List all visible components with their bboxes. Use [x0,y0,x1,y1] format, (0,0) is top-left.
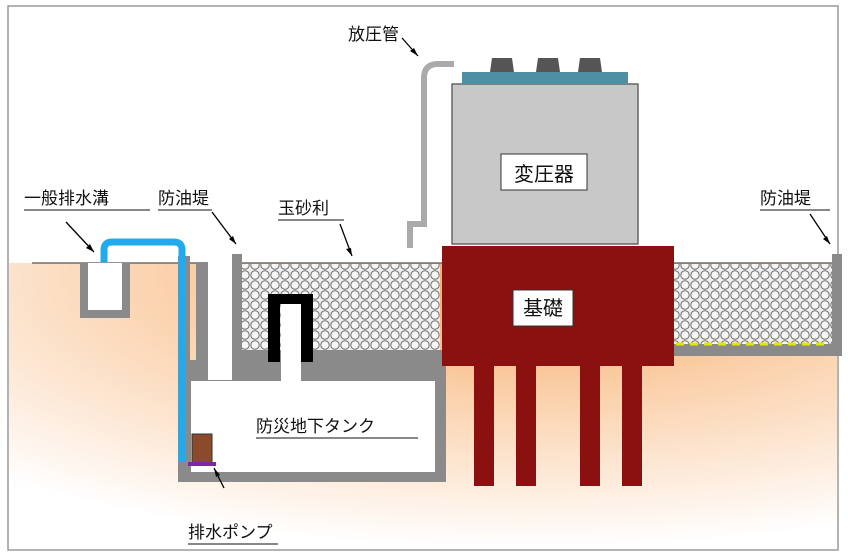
label-underground-tank: 防災地下タンク [256,417,375,437]
tank-inner-wall [196,262,208,380]
label-oil-dike-left: 防油堤 [158,189,209,209]
label-general-drain: 一般排水溝 [24,189,109,209]
label-oil-dike-right: 防油堤 [760,189,811,209]
containment-slab-right [670,344,842,356]
transformer-top-plate [462,72,628,84]
foundation-pile-3 [580,366,600,486]
inlet-pipe-opening [281,360,301,382]
inlet-pipe-bore [281,304,301,364]
tank-inner-gap [208,262,232,380]
gravel-bed-right [674,264,832,344]
label-vent-pipe: 放圧管 [348,25,399,45]
foundation-pile-2 [516,366,536,486]
label-transformer: 変圧器 [514,162,574,186]
tank-wall-joint [190,371,206,381]
vent-pipe [407,61,454,248]
drain-pump-base [188,462,216,466]
foundation-pile-1 [474,366,494,486]
label-foundation: 基礎 [523,296,563,320]
oil-dike-left-wall [232,254,242,362]
containment-slab-left [232,350,442,362]
transformer-label-box [500,153,588,191]
inlet-pipe-outline [268,294,313,362]
general-drain-ditch [80,263,130,318]
drain-water-pipe [100,238,186,462]
tank-interior [191,381,435,472]
label-drain-pump: 排水ポンプ [188,523,273,543]
oil-dike-right-wall [832,254,842,356]
drain-pump [191,433,213,465]
foundation-pile-4 [622,366,642,486]
leader-arrowheads [86,48,830,477]
label-gravel: 玉砂利 [278,199,329,219]
general-drain-ditch-inner [88,263,122,310]
transformer-bushings [490,58,602,72]
foundation-label-box [512,289,574,327]
